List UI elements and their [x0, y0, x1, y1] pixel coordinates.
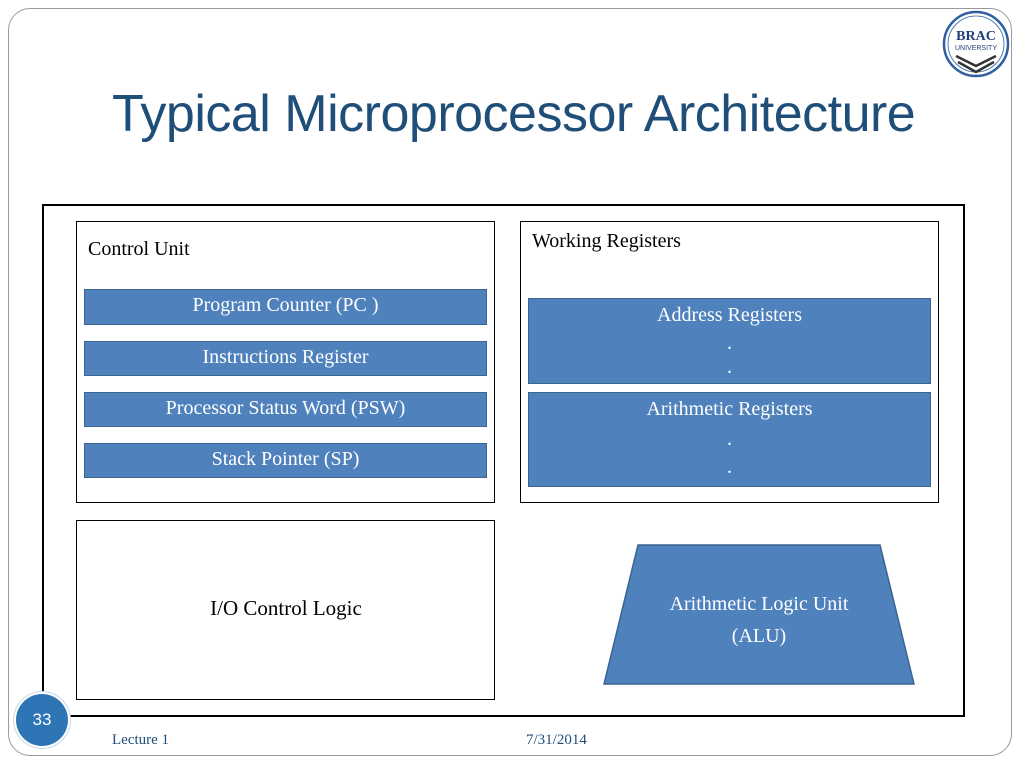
alu-label: Arithmetic Logic Unit (ALU): [612, 588, 906, 652]
arithmetic-registers-label: Arithmetic Registers: [646, 398, 813, 420]
io-control-logic-panel: [76, 520, 495, 700]
footer-date: 7/31/2014: [526, 732, 587, 748]
alu-shape: [603, 544, 915, 685]
arithmetic-registers-block: Arithmetic Registers . .: [528, 392, 931, 487]
instructions-register-block: Instructions Register: [84, 341, 487, 376]
address-registers-label: Address Registers: [657, 304, 802, 326]
slide-title: Typical Microprocessor Architecture: [112, 85, 916, 143]
slide-number-badge: 33: [16, 694, 68, 746]
architecture-diagram: [42, 204, 965, 717]
address-registers-block: Address Registers . .: [528, 298, 931, 384]
address-registers-dot-1: .: [727, 332, 732, 354]
control-unit-label: Control Unit: [88, 238, 190, 260]
working-registers-label: Working Registers: [532, 230, 681, 252]
brac-university-logo: BRAC UNIVERSITY: [942, 10, 1010, 78]
logo-brac-text: BRAC: [956, 29, 996, 44]
logo-university-text: UNIVERSITY: [955, 45, 997, 52]
arithmetic-registers-dot-1: .: [727, 428, 732, 450]
alu-label-line-2: (ALU): [731, 625, 787, 647]
io-control-logic-label: I/O Control Logic: [210, 596, 362, 620]
stack-pointer-block: Stack Pointer (SP): [84, 443, 487, 478]
address-registers-dot-2: .: [727, 356, 732, 378]
alu-label-line-1: Arithmetic Logic Unit: [669, 593, 849, 615]
footer-lecture: Lecture 1: [112, 732, 170, 748]
processor-status-word-block: Processor Status Word (PSW): [84, 392, 487, 427]
slide-frame: [8, 8, 1012, 756]
arithmetic-registers-dot-2: .: [727, 456, 732, 478]
program-counter-block: Program Counter (PC ): [84, 289, 487, 325]
